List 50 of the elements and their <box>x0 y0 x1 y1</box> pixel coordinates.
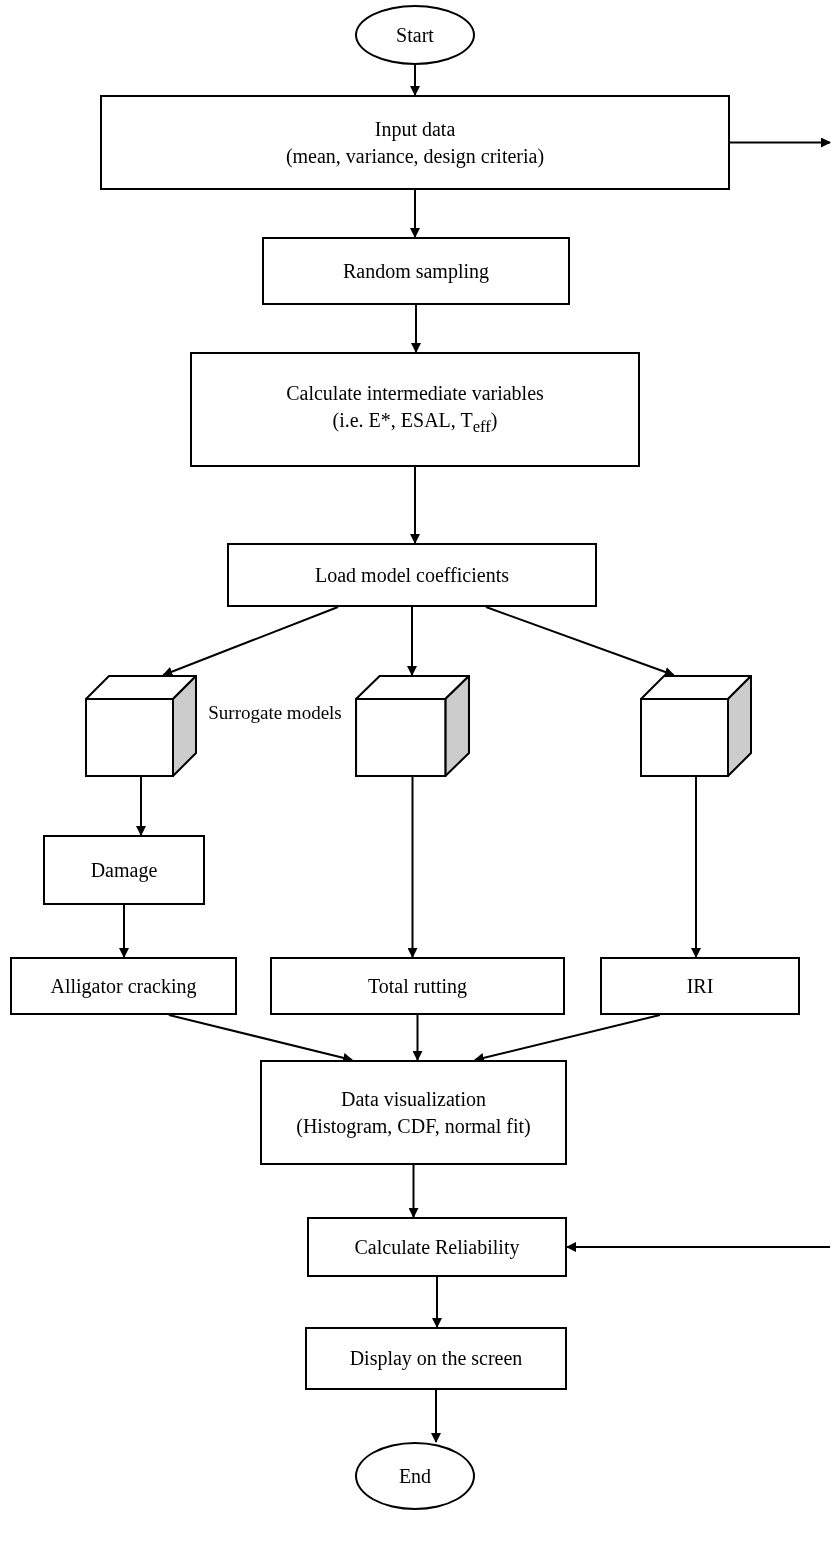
arrow <box>167 1014 354 1063</box>
cube-shape <box>640 675 752 777</box>
arrow <box>729 137 831 148</box>
arrow <box>432 1276 442 1328</box>
node-label: Display on the screen <box>349 1346 523 1372</box>
process-box <box>43 835 205 905</box>
node-label: Input data <box>374 116 456 143</box>
group-label: Surrogate models <box>207 702 343 724</box>
arrow <box>410 64 420 96</box>
node-label: Load model coefficients <box>315 562 509 588</box>
process-box <box>227 543 597 607</box>
arrow <box>136 776 146 836</box>
arrow <box>411 304 421 353</box>
arrow <box>410 189 420 238</box>
node-label: Data visualization <box>341 1086 486 1112</box>
process-box <box>100 95 730 190</box>
node-label: End <box>398 1463 432 1489</box>
node-detail: (i.e. E*, ESAL, T$_{eff}$) <box>332 408 498 439</box>
node-label: Total rutting <box>367 973 468 1000</box>
cube-shape <box>355 675 470 777</box>
arrow <box>408 1164 419 1218</box>
arrow <box>407 776 418 958</box>
process-box <box>307 1217 567 1277</box>
node-label: Calculate Reliability <box>354 1234 520 1261</box>
arrow <box>431 1389 441 1443</box>
arrow <box>485 606 675 677</box>
node-label: Calculate intermediate variables <box>286 381 544 407</box>
arrow <box>407 606 417 676</box>
process-box <box>190 352 640 467</box>
process-box <box>305 1327 567 1390</box>
arrow <box>410 466 420 544</box>
process-box <box>270 957 565 1015</box>
arrow <box>162 606 339 677</box>
process-box <box>600 957 800 1015</box>
process-box <box>10 957 237 1015</box>
node-label: Alligator cracking <box>50 973 197 1000</box>
arrow <box>566 1242 831 1252</box>
arrow <box>691 776 701 958</box>
process-box <box>260 1060 567 1165</box>
node-detail: (Histogram, CDF, normal fit) <box>296 1113 531 1140</box>
cube-shape <box>85 675 197 777</box>
process-box <box>262 237 570 305</box>
arrow <box>473 1014 661 1063</box>
node-detail: (mean, variance, design criteria) <box>285 143 545 170</box>
node-label: IRI <box>686 973 714 999</box>
node-label: Start <box>396 22 434 48</box>
node-label: Random sampling <box>342 258 490 285</box>
arrow <box>412 1014 423 1061</box>
arrow <box>119 904 129 958</box>
node-label: Damage <box>90 857 158 884</box>
